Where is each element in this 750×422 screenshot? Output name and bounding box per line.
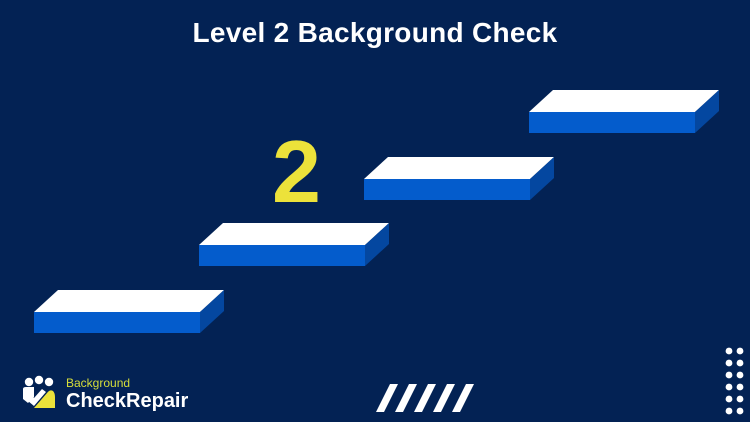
level-number: 2 bbox=[272, 122, 321, 221]
step-2 bbox=[199, 223, 389, 266]
diagonal-stripes-icon bbox=[376, 384, 474, 412]
step-1 bbox=[34, 290, 224, 333]
brand-name-line2: CheckRepair bbox=[66, 390, 189, 412]
step-4 bbox=[529, 90, 719, 133]
page-title: Level 2 Background Check bbox=[192, 17, 558, 48]
dot-grid-icon bbox=[725, 347, 744, 415]
brand-logo: Background CheckRepair bbox=[20, 375, 188, 413]
brand-name-line1: Background bbox=[66, 376, 131, 390]
people-check-icon bbox=[23, 375, 55, 408]
step-3 bbox=[364, 157, 554, 200]
